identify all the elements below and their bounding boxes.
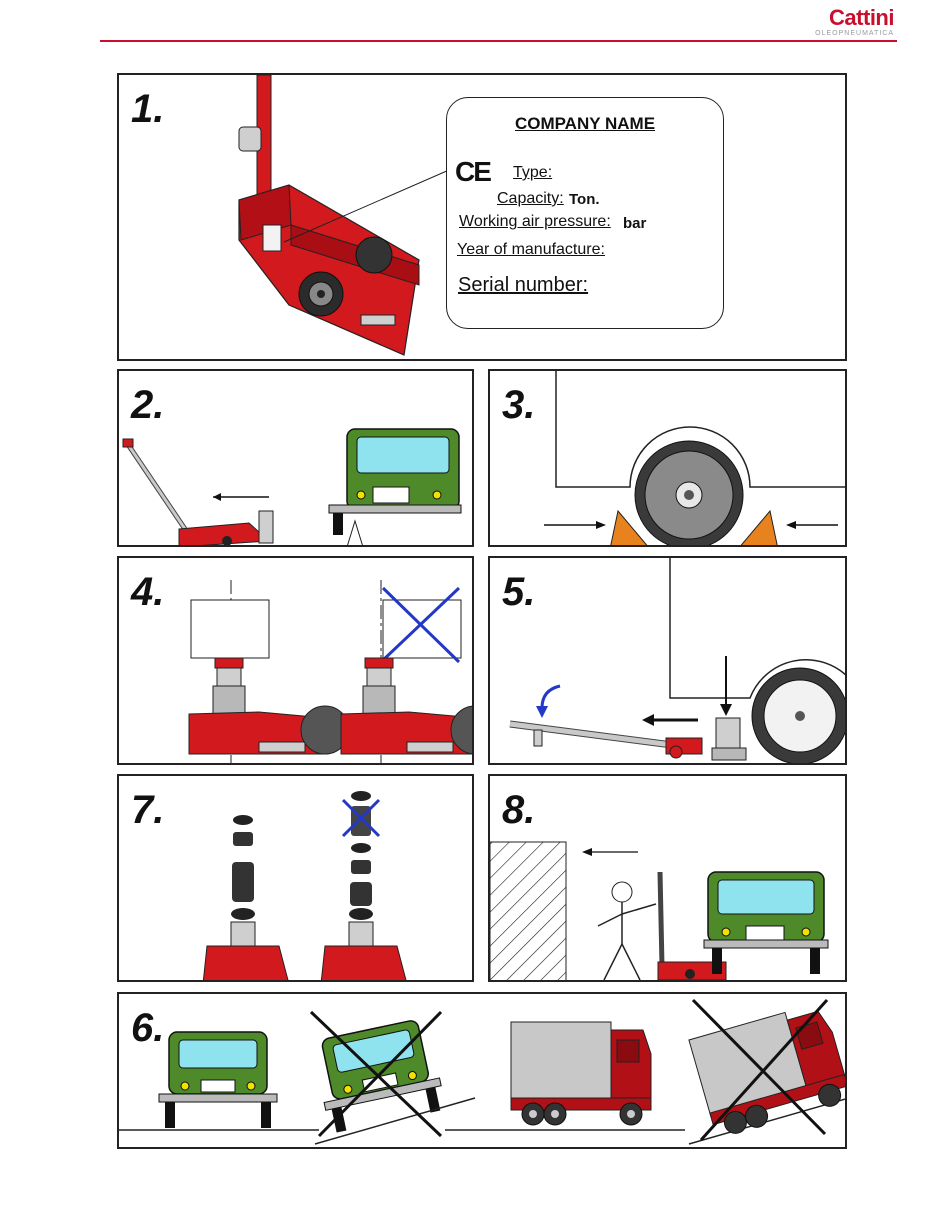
ce-mark: CE bbox=[455, 156, 490, 188]
lift-operation-illustration bbox=[490, 558, 847, 765]
panel-7-extensions: 7. bbox=[117, 774, 474, 982]
panel-number: 4. bbox=[131, 572, 164, 612]
moving-jack-illustration bbox=[490, 776, 847, 982]
cattini-logo: Cattini OLEOPNEUMATICA bbox=[815, 6, 894, 38]
panel-number: 5. bbox=[502, 572, 535, 612]
panel-6-level-ground: 6. bbox=[117, 992, 847, 1149]
pressure-unit: bar bbox=[623, 215, 646, 232]
serial-label: Serial number: bbox=[458, 274, 588, 297]
nameplate-card: COMPANY NAME CE Type: Capacity: Ton. Wor… bbox=[446, 97, 724, 329]
panel-4-load-position: 4. bbox=[117, 556, 474, 765]
company-name: COMPANY NAME bbox=[447, 114, 723, 134]
panel-number: 8. bbox=[502, 790, 535, 830]
panel-number: 6. bbox=[131, 1008, 164, 1048]
panel-2-approach: 2. bbox=[117, 369, 474, 547]
brand-name: Cattini bbox=[815, 6, 894, 30]
capacity-unit: Ton. bbox=[569, 191, 600, 208]
brand-subtitle: OLEOPNEUMATICA bbox=[815, 30, 894, 38]
jack-approach-illustration bbox=[119, 371, 474, 547]
panel-5-lift: 5. bbox=[488, 556, 847, 765]
type-label: Type: bbox=[513, 164, 552, 182]
wheel-chocks-illustration bbox=[490, 371, 847, 547]
panel-number: 7. bbox=[131, 790, 164, 830]
extensions-illustration bbox=[119, 776, 474, 982]
load-position-illustration bbox=[119, 558, 474, 765]
header-divider bbox=[100, 40, 897, 42]
capacity-label: Capacity: bbox=[497, 190, 564, 208]
year-label: Year of manufacture: bbox=[457, 241, 605, 259]
panel-number: 3. bbox=[502, 385, 535, 425]
panel-1-nameplate: 1. COMPANY NAME CE Type: Capacity: Ton. … bbox=[117, 73, 847, 361]
panel-3-wheel-chocks: 3. bbox=[488, 369, 847, 547]
level-ground-illustration bbox=[119, 994, 847, 1149]
pressure-label: Working air pressure: bbox=[459, 213, 611, 231]
panel-number: 2. bbox=[131, 385, 164, 425]
panel-number: 1. bbox=[131, 89, 164, 129]
panel-8-moving: 8. bbox=[488, 774, 847, 982]
